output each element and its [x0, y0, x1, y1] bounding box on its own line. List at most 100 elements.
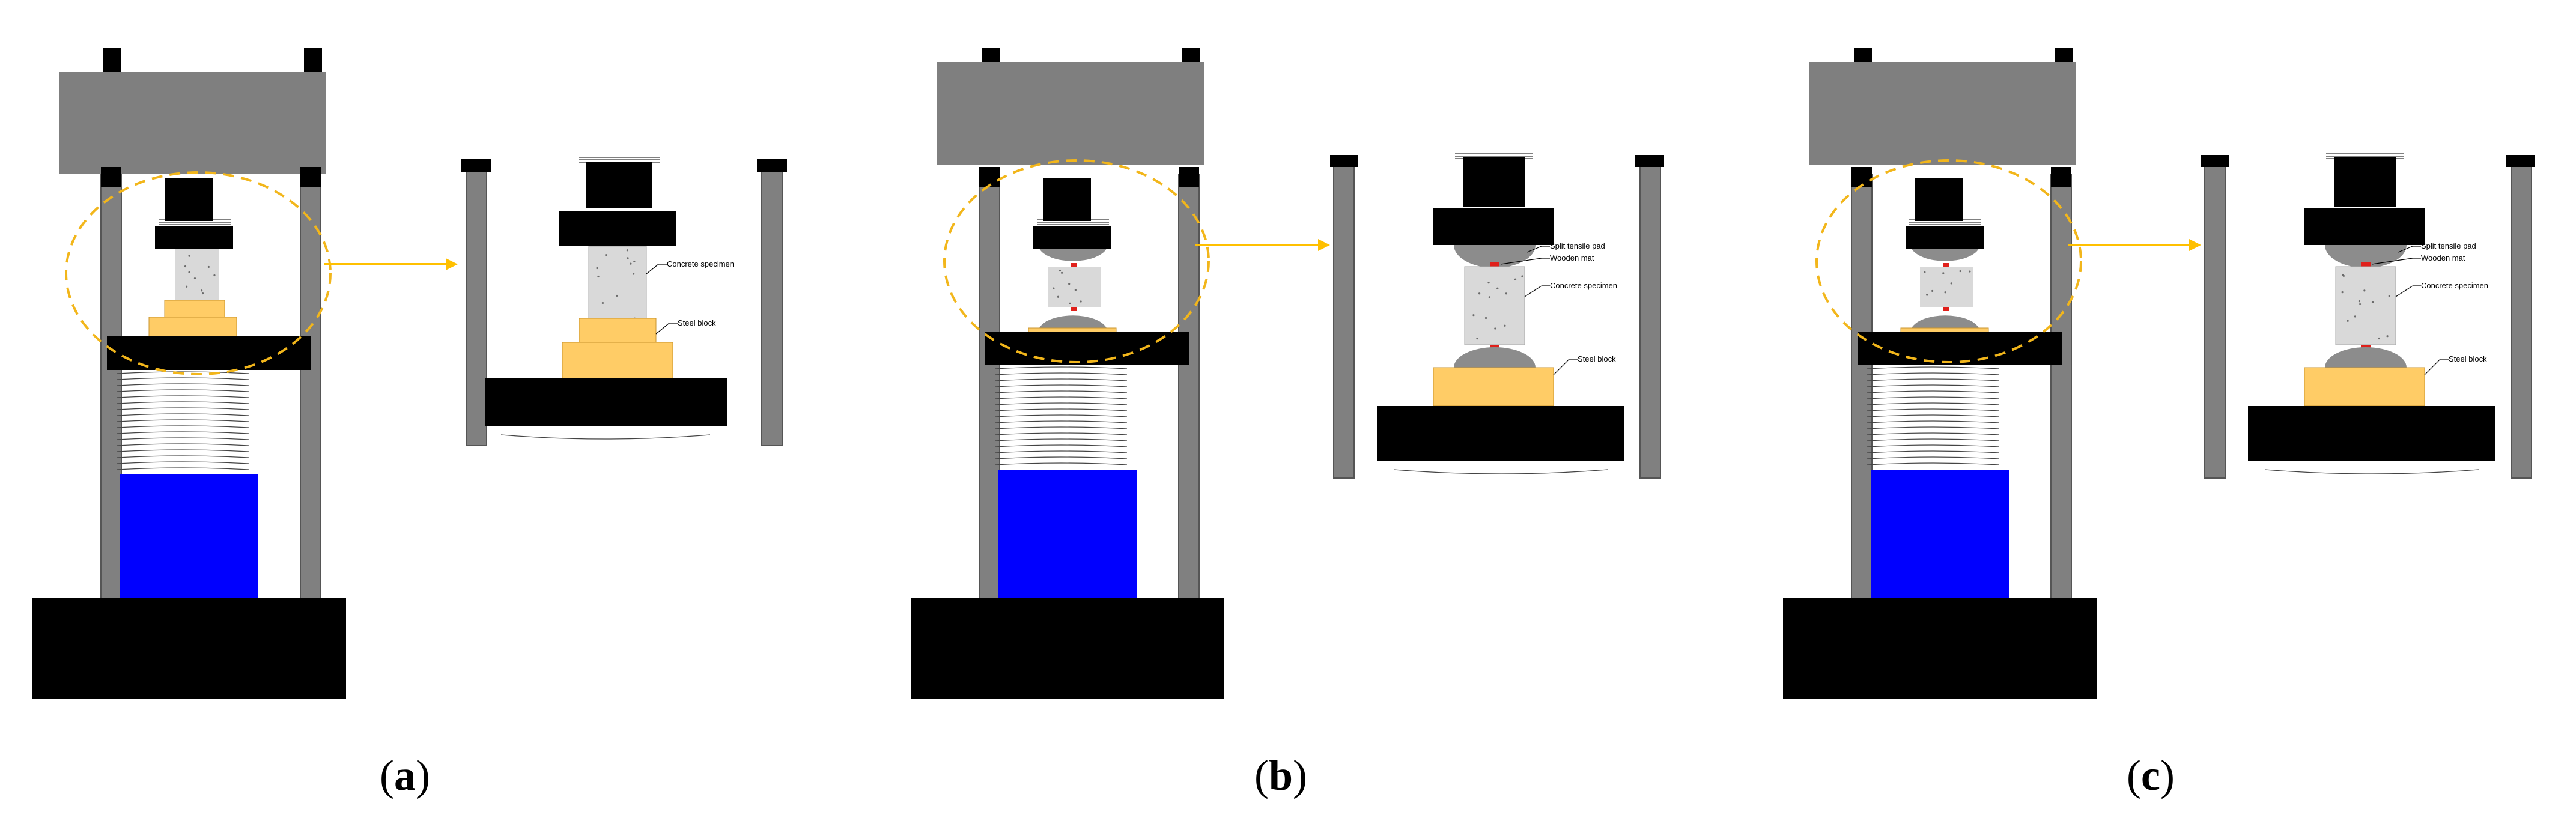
column-nut-right	[2051, 167, 2071, 187]
aggregate-speck	[1472, 314, 1475, 317]
detail-upper-ram	[1463, 157, 1525, 207]
aggregate-speck	[188, 255, 190, 257]
detail-steel-block-upper	[579, 318, 657, 343]
aggregate-speck	[1942, 272, 1945, 274]
bellows-coil	[994, 378, 1128, 381]
caption-a: (a)	[380, 751, 430, 799]
column-right	[300, 174, 321, 602]
caption-c: (c)	[2127, 751, 2175, 799]
callout-wooden-mat-leader	[1500, 258, 1542, 265]
bellows-coil	[994, 444, 1128, 447]
callout-concrete-specimen-label: Concrete specimen	[667, 259, 734, 268]
bellows-coil	[1867, 384, 2000, 387]
bellows-coil	[994, 414, 1128, 417]
crosshead	[1809, 62, 2076, 165]
bellows-coil	[994, 396, 1128, 399]
aggregate-speck	[633, 273, 635, 275]
bellows-coil	[994, 366, 1128, 369]
bellows-coil	[116, 389, 249, 392]
detail-bellows	[500, 434, 711, 440]
detail-column-left	[1333, 160, 1355, 479]
bellows-coil	[994, 426, 1128, 429]
detail-lower-platen	[1377, 406, 1624, 461]
detail-column-cap-right	[2506, 155, 2535, 167]
callout-split-tensile-pad-label: Split tensile pad	[1550, 241, 1605, 250]
bellows-coil	[116, 377, 249, 380]
bellows-coil	[116, 383, 249, 386]
aggregate-speck	[1504, 324, 1506, 327]
bellows-coil	[994, 456, 1128, 459]
callout-concrete-specimen-leader	[2395, 285, 2413, 297]
bellows-coil	[1867, 366, 2000, 369]
detail-upper-platen	[559, 211, 676, 246]
callout-concrete-specimen-label: Concrete specimen	[2421, 281, 2488, 290]
aggregate-speck	[1484, 317, 1487, 320]
testing-machine-c	[1783, 48, 2097, 699]
bellows-coil	[116, 371, 249, 374]
bellows-coil	[994, 384, 1128, 387]
zoom-region-circle	[1815, 159, 2082, 363]
detail-column-left	[466, 163, 487, 446]
crosshead	[937, 62, 1204, 165]
aggregate-speck	[1931, 289, 1934, 292]
callout-wooden-mat-label: Wooden mat	[2421, 253, 2465, 262]
upper-ram	[1915, 178, 1963, 221]
bellows-coil	[116, 461, 249, 464]
detail-bellows	[1393, 469, 1608, 474]
zoom-region-circle	[65, 171, 332, 375]
split-tensile-pad-upper	[1912, 249, 1979, 261]
detail-column-cap-right	[757, 159, 787, 172]
aggregate-speck	[1505, 292, 1507, 295]
detail-split-tensile-pad-lower	[1454, 347, 1536, 368]
bellows-coil	[994, 372, 1128, 375]
aggregate-speck	[1053, 287, 1055, 289]
detail-column-right	[2511, 160, 2532, 479]
aggregate-speck	[2341, 291, 2344, 294]
machine-base	[1783, 598, 2097, 699]
top-bolt-right	[304, 48, 322, 74]
wooden-mat-upper	[1943, 263, 1949, 267]
bellows-coil	[1867, 420, 2000, 423]
detail-column-cap-left	[461, 159, 491, 172]
split-tensile-pad-lower	[1039, 315, 1107, 328]
aggregate-speck	[2342, 274, 2345, 277]
bellows-coil	[116, 401, 249, 404]
aggregate-speck	[2378, 337, 2380, 340]
aggregate-speck	[184, 265, 187, 268]
bellows-coil	[994, 432, 1128, 435]
column-left	[1851, 174, 1873, 602]
callout-steel-block-leader	[655, 323, 670, 335]
aggregate-speck	[633, 260, 636, 263]
aggregate-speck	[1059, 270, 1062, 272]
aggregate-speck	[1069, 302, 1071, 305]
callout-split-tensile-pad-leader	[2398, 246, 2413, 253]
callout-steel-block-leader	[1553, 359, 1570, 375]
zoom-region-circle	[943, 159, 1210, 363]
detail-column-cap-left	[2201, 155, 2229, 167]
upper-ram	[1043, 178, 1091, 221]
detail-steel-block-lower	[562, 342, 673, 379]
detail-bellows	[2264, 469, 2479, 474]
zoom-arrowhead	[446, 258, 458, 270]
aggregate-speck	[1959, 270, 1961, 273]
machine-base	[911, 598, 1224, 699]
aggregate-speck	[1060, 271, 1063, 274]
aggregate-speck	[1080, 300, 1082, 303]
lower-platen	[1858, 332, 2062, 365]
bellows-coil	[116, 419, 249, 422]
bellows-coil	[1867, 396, 2000, 399]
bellows-coil	[1867, 390, 2000, 393]
top-bolt-left	[103, 48, 121, 74]
aggregate-speck	[1969, 270, 1971, 273]
aggregate-speck	[1521, 275, 1523, 277]
detail-column-left	[2204, 160, 2226, 479]
aggregate-speck	[626, 249, 628, 252]
bellows-coil	[116, 431, 249, 434]
aggregate-speck	[2386, 335, 2389, 338]
concrete-specimen	[1048, 267, 1101, 307]
aggregate-speck	[627, 257, 629, 259]
aggregate-speck	[1488, 296, 1490, 298]
callout-concrete-specimen-leader	[1524, 285, 1542, 297]
aggregate-speck	[1924, 271, 1926, 273]
testing-machine-a	[32, 48, 346, 699]
